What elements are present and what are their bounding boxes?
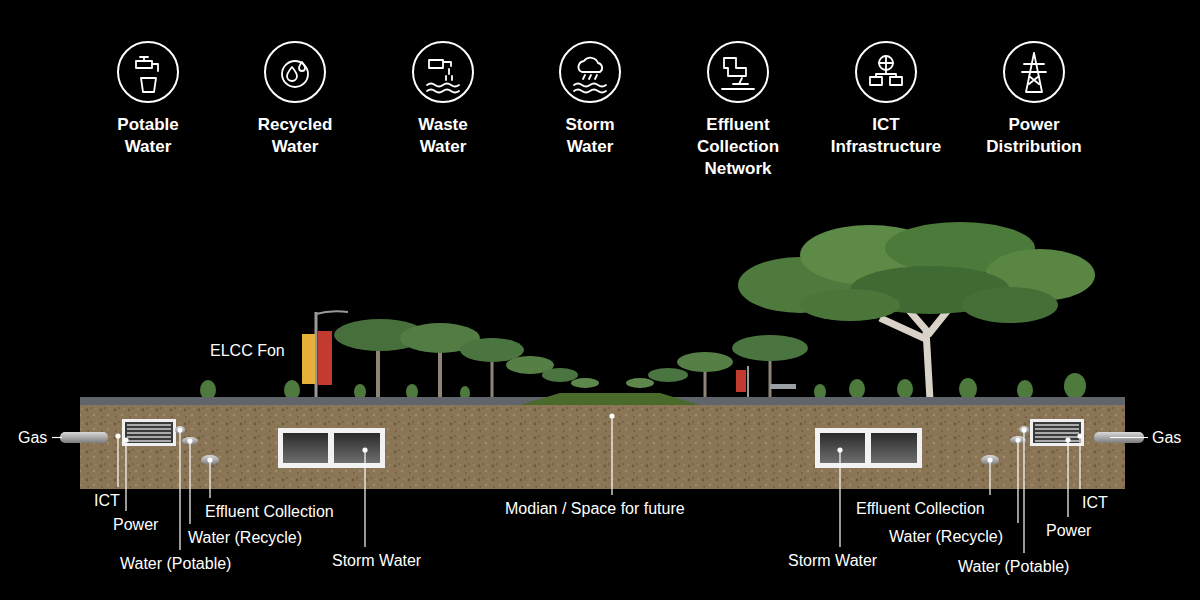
- callout-label: Water (Potable): [958, 557, 1069, 576]
- callout-label: Storm Water: [332, 551, 421, 570]
- icon-circle: [116, 40, 180, 104]
- callout-label: ELCC Fon: [210, 341, 285, 360]
- callout-label: Power: [1046, 521, 1091, 540]
- pipes: [175, 426, 1029, 465]
- icon-label: Potable Water: [102, 114, 194, 158]
- callout-label: Power: [113, 515, 158, 534]
- callout-label: Gas: [18, 428, 47, 447]
- icon-circle: [854, 40, 918, 104]
- icon-circle: [1002, 40, 1066, 104]
- callout-label: Water (Recycle): [889, 527, 1003, 546]
- callout-label: Modian / Space for future: [505, 499, 685, 518]
- icon-circle: [411, 40, 475, 104]
- median-grass: [520, 393, 700, 405]
- icon-label: Waste Water: [397, 114, 489, 158]
- icon-node: Storm Water: [515, 40, 665, 158]
- leader-lines: [52, 414, 1148, 553]
- duct-bank: [122, 419, 1084, 446]
- icon-circle: [263, 40, 327, 104]
- icon-label: Storm Water: [544, 114, 636, 158]
- tree-row: [626, 335, 808, 400]
- icon-node: ICT Infrastructure: [811, 40, 961, 158]
- icon-node: Effluent Collection Network: [663, 40, 813, 180]
- callout-label: Storm Water: [788, 551, 877, 570]
- icon-node: Potable Water: [73, 40, 223, 158]
- callout-label: Effluent Collection: [856, 499, 985, 518]
- tree-row: [334, 319, 599, 400]
- callout-label: Effluent Collection: [205, 502, 334, 521]
- callout-label: Gas: [1152, 428, 1181, 447]
- tree: [738, 222, 1095, 400]
- icon-circle: [558, 40, 622, 104]
- icon-label: ICT Infrastructure: [816, 114, 956, 158]
- callout-label: ICT: [1082, 493, 1108, 512]
- icon-node: Power Distribution: [959, 40, 1109, 158]
- street-lamp: [302, 311, 796, 400]
- icon-label: Effluent Collection Network: [688, 114, 788, 180]
- icon-label: Power Distribution: [973, 114, 1095, 158]
- callout-label: ICT: [94, 491, 120, 510]
- callout-label: Water (Recycle): [188, 528, 302, 547]
- icon-node: Waste Water: [368, 40, 518, 158]
- soil: [80, 405, 1125, 489]
- icon-label: Recycled Water: [249, 114, 341, 158]
- gas-pipe: [60, 432, 1144, 443]
- icon-node: Recycled Water: [220, 40, 370, 158]
- storm-culvert: [278, 428, 922, 468]
- icon-circle: [706, 40, 770, 104]
- callout-label: Water (Potable): [120, 554, 231, 573]
